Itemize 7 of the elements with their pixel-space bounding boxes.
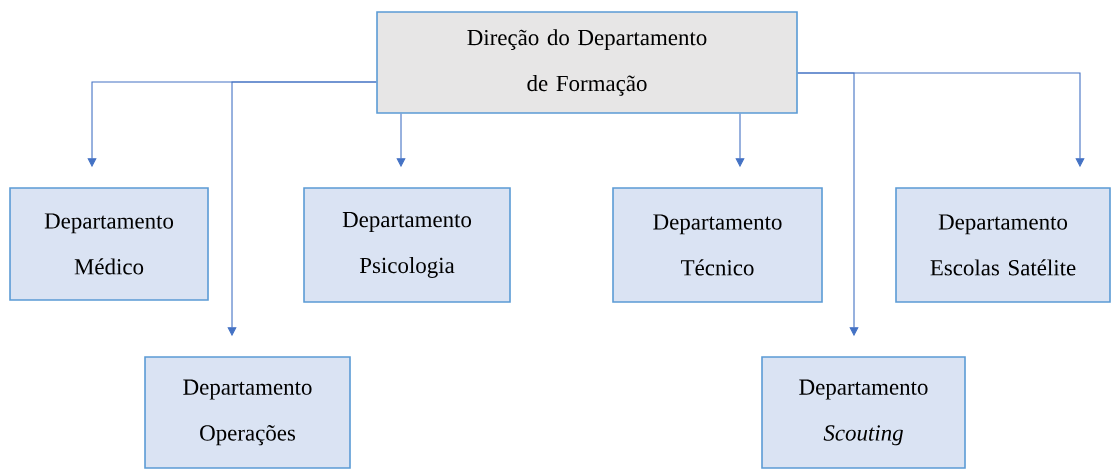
department-box: Departamento Técnico: [612, 187, 823, 303]
department-box: Departamento Scouting: [761, 356, 966, 469]
department-box: Departamento Psicologia: [303, 187, 511, 303]
department-box: Departamento Escolas Satélite: [895, 187, 1111, 303]
department-box: Departamento Operações: [144, 356, 351, 469]
department-box: Departamento Médico: [9, 187, 209, 301]
department-box: Direção do Departamento de Formação: [376, 11, 798, 114]
